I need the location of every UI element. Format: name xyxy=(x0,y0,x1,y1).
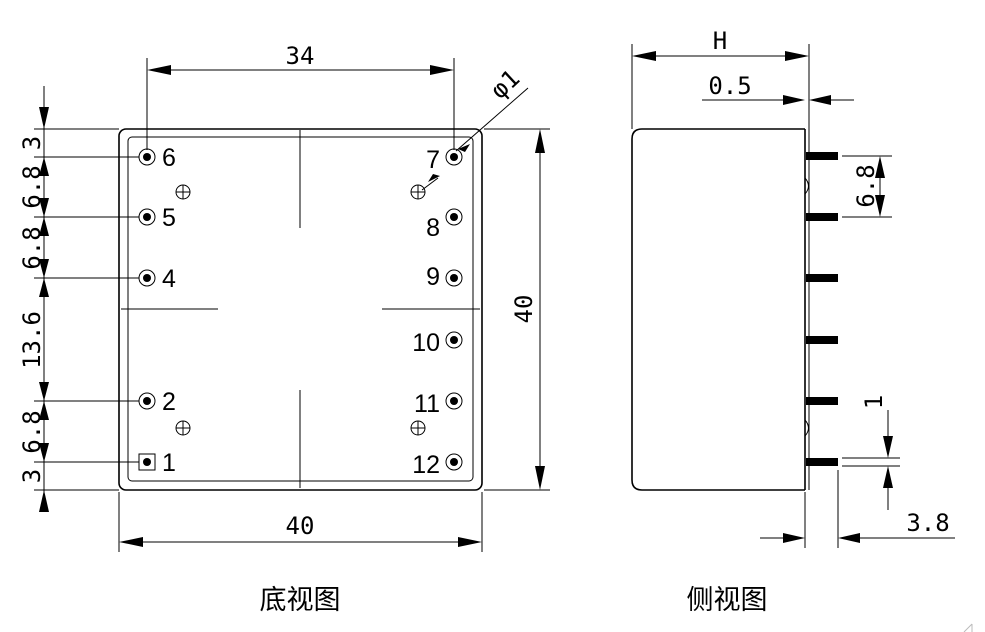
standoff-bump xyxy=(804,177,809,195)
width-dimension-label: 40 xyxy=(286,512,315,540)
arrow-icon xyxy=(39,278,49,297)
side-pin xyxy=(806,274,838,282)
arrow-icon xyxy=(39,490,49,512)
pin-2-icon xyxy=(138,392,156,410)
arrow-icon xyxy=(535,129,545,153)
pin-label: 7 xyxy=(426,146,440,174)
pin-width-label: 1 xyxy=(860,395,888,409)
left-dimension-label: 3 xyxy=(18,469,46,483)
bottom-body-outline xyxy=(118,128,483,491)
pin-4-icon xyxy=(138,269,156,287)
left-dimension-label: 13.6 xyxy=(18,311,46,369)
pin-8-icon xyxy=(445,208,463,226)
mounting-mark-icon xyxy=(410,184,426,200)
arrow-icon xyxy=(39,401,49,420)
pin-label: 4 xyxy=(162,265,176,293)
side-pin xyxy=(806,152,838,160)
pin-diameter-leader xyxy=(455,87,529,152)
pin-1-icon xyxy=(138,453,156,471)
corner-mark-icon xyxy=(963,623,973,632)
left-dimension-label: 6.8 xyxy=(18,226,46,269)
side-height-label: H xyxy=(713,27,727,55)
arrow-icon xyxy=(458,537,482,547)
left-dimension-label: 3 xyxy=(18,136,46,150)
pin-label: 1 xyxy=(162,449,176,477)
pin-label: 8 xyxy=(426,214,440,242)
pin-11-icon xyxy=(445,392,463,410)
arrow-icon xyxy=(883,436,893,458)
side-view: H 0.5 6.8 1 3.8 侧视图 xyxy=(631,27,955,616)
side-pin xyxy=(806,397,838,405)
arrow-icon xyxy=(39,157,49,176)
arrow-icon xyxy=(883,466,893,488)
side-pin xyxy=(806,213,838,221)
pin-length-label: 3.8 xyxy=(906,509,949,537)
offset-label: 0.5 xyxy=(708,72,751,100)
arrow-icon xyxy=(785,51,809,61)
pin-diameter-label: φ1 xyxy=(485,64,525,104)
pin-5-icon xyxy=(138,208,156,226)
arrow-icon xyxy=(809,95,831,105)
left-dimension-label: 6.8 xyxy=(18,410,46,453)
bottom-view: 6 5 4 2 1 7 8 9 10 11 12 φ1 34 xyxy=(18,42,550,616)
pin-diameter-leader xyxy=(421,177,439,191)
arrow-icon xyxy=(119,537,143,547)
pin-label: 10 xyxy=(412,329,440,357)
pin-label: 2 xyxy=(162,388,176,416)
arrow-icon xyxy=(39,198,49,217)
pin-6-icon xyxy=(138,148,156,166)
arrow-icon xyxy=(39,259,49,278)
left-dimension-label: 6.8 xyxy=(18,165,46,208)
arrow-icon xyxy=(632,51,656,61)
arrow-icon xyxy=(458,144,470,152)
side-body-outline xyxy=(631,128,805,491)
pin-label: 9 xyxy=(426,263,440,291)
side-view-caption: 侧视图 xyxy=(687,585,768,616)
mounting-mark-icon xyxy=(175,184,191,200)
arrow-icon xyxy=(39,107,49,129)
arrow-icon xyxy=(838,533,860,543)
pin-label: 11 xyxy=(414,390,440,418)
arrow-icon xyxy=(39,217,49,236)
arrow-icon xyxy=(875,195,885,217)
arrow-icon xyxy=(430,65,454,75)
arrow-icon xyxy=(147,65,171,75)
pin-10-icon xyxy=(445,331,463,349)
pin-label: 5 xyxy=(162,204,176,232)
standoff-bump xyxy=(804,419,809,437)
arrow-icon xyxy=(428,174,440,182)
arrow-icon xyxy=(783,533,805,543)
mounting-mark-icon xyxy=(410,420,426,436)
pin-7-icon xyxy=(445,148,463,166)
arrow-icon xyxy=(875,156,885,178)
arrow-icon xyxy=(535,466,545,490)
side-pin xyxy=(806,336,838,344)
bottom-view-caption: 底视图 xyxy=(260,585,341,616)
side-pitch-label: 6.8 xyxy=(852,164,880,207)
pin-label: 12 xyxy=(412,451,440,479)
arrow-icon xyxy=(39,443,49,462)
pin-9-icon xyxy=(445,269,463,287)
side-pin xyxy=(806,458,838,466)
pin-12-icon xyxy=(445,453,463,471)
arrow-icon xyxy=(783,95,805,105)
arrow-icon xyxy=(39,382,49,401)
pitch-dimension-label: 34 xyxy=(286,42,315,70)
mounting-mark-icon xyxy=(175,420,191,436)
pin-label: 6 xyxy=(162,144,176,172)
height-dimension-label: 40 xyxy=(510,295,538,324)
